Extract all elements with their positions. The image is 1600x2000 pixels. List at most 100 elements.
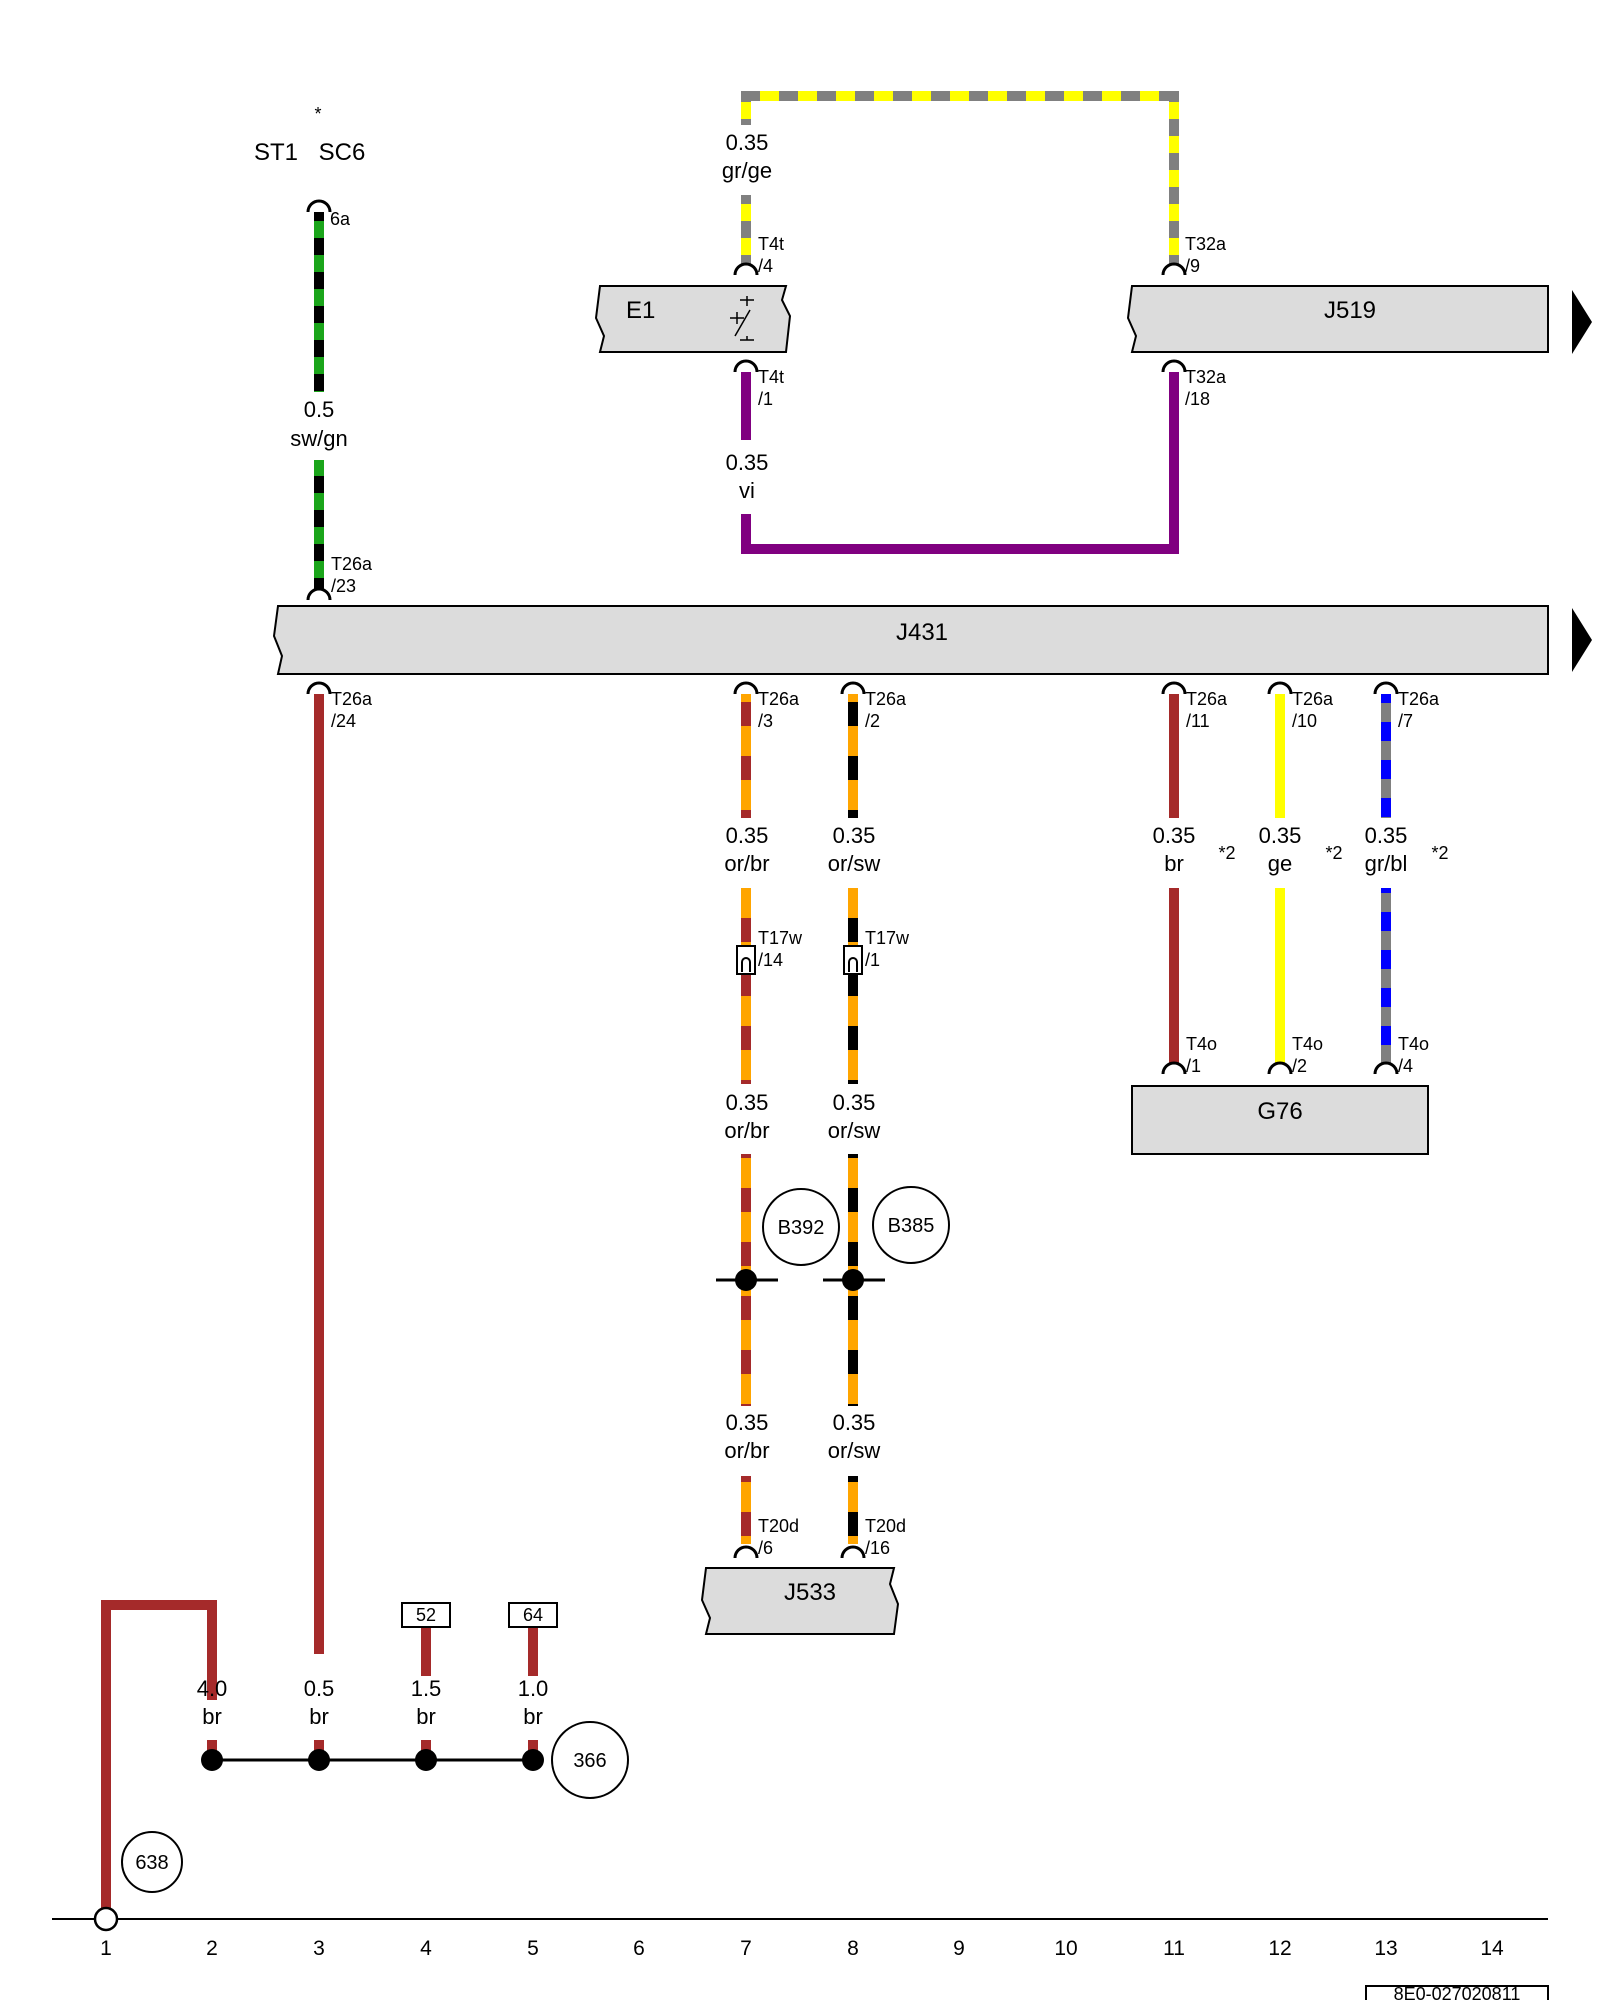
component-j533 xyxy=(700,1567,900,1635)
column-number: 1 xyxy=(100,1937,112,1960)
wire-label-size: 0.35 xyxy=(726,130,769,155)
wire-col7-seg1 xyxy=(741,694,751,818)
pin-t20d-16-a: T20d xyxy=(865,1516,906,1536)
wire-label-color: or/br xyxy=(724,1438,769,1463)
wire-label-color: vi xyxy=(739,478,755,503)
column-number: 3 xyxy=(313,1937,325,1960)
wire-ground-638 xyxy=(101,1600,217,1914)
label-j519: J519 xyxy=(1324,297,1376,324)
wire-label-size: 4.0 xyxy=(197,1676,228,1701)
box-ref-64 xyxy=(508,1602,558,1628)
wire-label-color: br xyxy=(202,1704,222,1729)
wire-label-size: 0.35 xyxy=(1259,823,1302,848)
ref-638: 638 xyxy=(135,1852,168,1874)
pin-t26a-23-a: T26a xyxy=(331,554,373,574)
splice-dot-b392 xyxy=(735,1269,757,1291)
continuation-arrow-j431 xyxy=(1572,608,1592,672)
column-number: 10 xyxy=(1054,1937,1077,1960)
wire-label-color: br xyxy=(309,1704,329,1729)
wire-vi-right xyxy=(1169,372,1179,554)
wire-label-size: 0.35 xyxy=(726,1090,769,1115)
wire-label-color: or/sw xyxy=(828,1118,881,1143)
pin-t20d-6-a: T20d xyxy=(758,1516,799,1536)
connector-t4t-1 xyxy=(733,359,759,373)
pin-t4o-1-b: /1 xyxy=(1186,1056,1201,1076)
wire-label-color: sw/gn xyxy=(290,426,347,451)
wire-label-size: 1.0 xyxy=(518,1676,549,1701)
wire-label-size: 0.35 xyxy=(833,1410,876,1435)
pin-t4o-1-a: T4o xyxy=(1186,1034,1217,1054)
wire-label-size: 0.35 xyxy=(833,823,876,848)
ref-sc6: SC6 xyxy=(319,139,366,166)
wire-label-size: 0.35 xyxy=(1153,823,1196,848)
pin-t17w-1-b: /1 xyxy=(865,950,880,970)
label-j431: J431 xyxy=(896,619,948,646)
ground-bus-dots xyxy=(201,1749,544,1771)
wire-label-size: 0.5 xyxy=(304,1676,335,1701)
connector-t26a-23 xyxy=(306,587,332,601)
wire-col12-upper xyxy=(1275,694,1285,818)
pin-t32a-18-b: /18 xyxy=(1185,389,1210,409)
pin-t26a-3-a: T26a xyxy=(758,689,800,709)
pin-t4o-4-b: /4 xyxy=(1398,1056,1413,1076)
wire-col7-seg2 xyxy=(741,888,751,1084)
pin-t4t-4-a: T4t xyxy=(758,234,784,254)
wire-label-color: br xyxy=(1164,851,1184,876)
wire-label-color: ge xyxy=(1268,851,1292,876)
wire-col7-seg4 xyxy=(741,1476,751,1544)
wire-col13-upper xyxy=(1381,694,1391,818)
wire-grge-left-down xyxy=(741,195,751,265)
column-number: 4 xyxy=(420,1937,432,1960)
wire-label-color: or/sw xyxy=(828,851,881,876)
wire-vi-left-lower xyxy=(741,514,751,554)
wire-col5-upper xyxy=(528,1626,538,1676)
pin-t17w-1-a: T17w xyxy=(865,928,910,948)
j431-bottom-connectors xyxy=(306,681,1399,695)
wire-sc6-lower xyxy=(314,460,324,590)
star-marker: * xyxy=(314,104,321,124)
pin-t32a-18-a: T32a xyxy=(1185,367,1227,387)
pin-t17w-14-b: /14 xyxy=(758,950,783,970)
pin-t26a-24-b: /24 xyxy=(331,711,356,731)
pin-t4t-4-b: /4 xyxy=(758,256,773,276)
label-g76: G76 xyxy=(1257,1098,1302,1125)
pin-sc6a: 6a xyxy=(330,209,351,229)
pin-t26a-10-a: T26a xyxy=(1292,689,1334,709)
g76-connectors xyxy=(1161,1061,1399,1075)
pin-t20d-6-b: /6 xyxy=(758,1538,773,1558)
column-number: 5 xyxy=(527,1937,539,1960)
pin-t20d-16-b: /16 xyxy=(865,1538,890,1558)
ref-64: 64 xyxy=(523,1605,543,1625)
wire-label-size: 0.35 xyxy=(726,823,769,848)
column-number: 14 xyxy=(1480,1937,1504,1960)
wire-label-color: br xyxy=(416,1704,436,1729)
pin-t26a-7-b: /7 xyxy=(1398,711,1413,731)
wire-col4-upper xyxy=(421,1626,431,1676)
column-number: 13 xyxy=(1374,1937,1397,1960)
wire-label-size: 0.35 xyxy=(1365,823,1408,848)
column-number: 7 xyxy=(740,1937,752,1960)
connector-t32a-9 xyxy=(1161,262,1187,276)
component-e1 xyxy=(594,285,792,353)
wire-col11-lower xyxy=(1169,888,1179,1064)
pin-t26a-23-b: /23 xyxy=(331,576,356,596)
pin-t4o-4-a: T4o xyxy=(1398,1034,1429,1054)
connector-t4t-4 xyxy=(733,262,759,276)
wire-label-color: or/br xyxy=(724,1118,769,1143)
ref-b392: B392 xyxy=(778,1217,825,1239)
separation-point-t17w-14 xyxy=(736,945,756,975)
column-number: 12 xyxy=(1268,1937,1291,1960)
column-number: 11 xyxy=(1163,1937,1185,1960)
pin-t26a-24-a: T26a xyxy=(331,689,373,709)
ref-circle-b392 xyxy=(762,1188,840,1266)
footnote-marker: *2 xyxy=(1325,843,1342,863)
component-j431 xyxy=(272,605,1549,675)
wire-vi-bottom xyxy=(741,544,1179,554)
wire-label-size: 0.35 xyxy=(833,1090,876,1115)
pin-t26a-11-a: T26a xyxy=(1186,689,1228,709)
pin-t26a-2-a: T26a xyxy=(865,689,907,709)
column-number: 9 xyxy=(953,1937,965,1960)
pin-t4o-2-a: T4o xyxy=(1292,1034,1323,1054)
separation-point-t17w-1 xyxy=(843,945,863,975)
